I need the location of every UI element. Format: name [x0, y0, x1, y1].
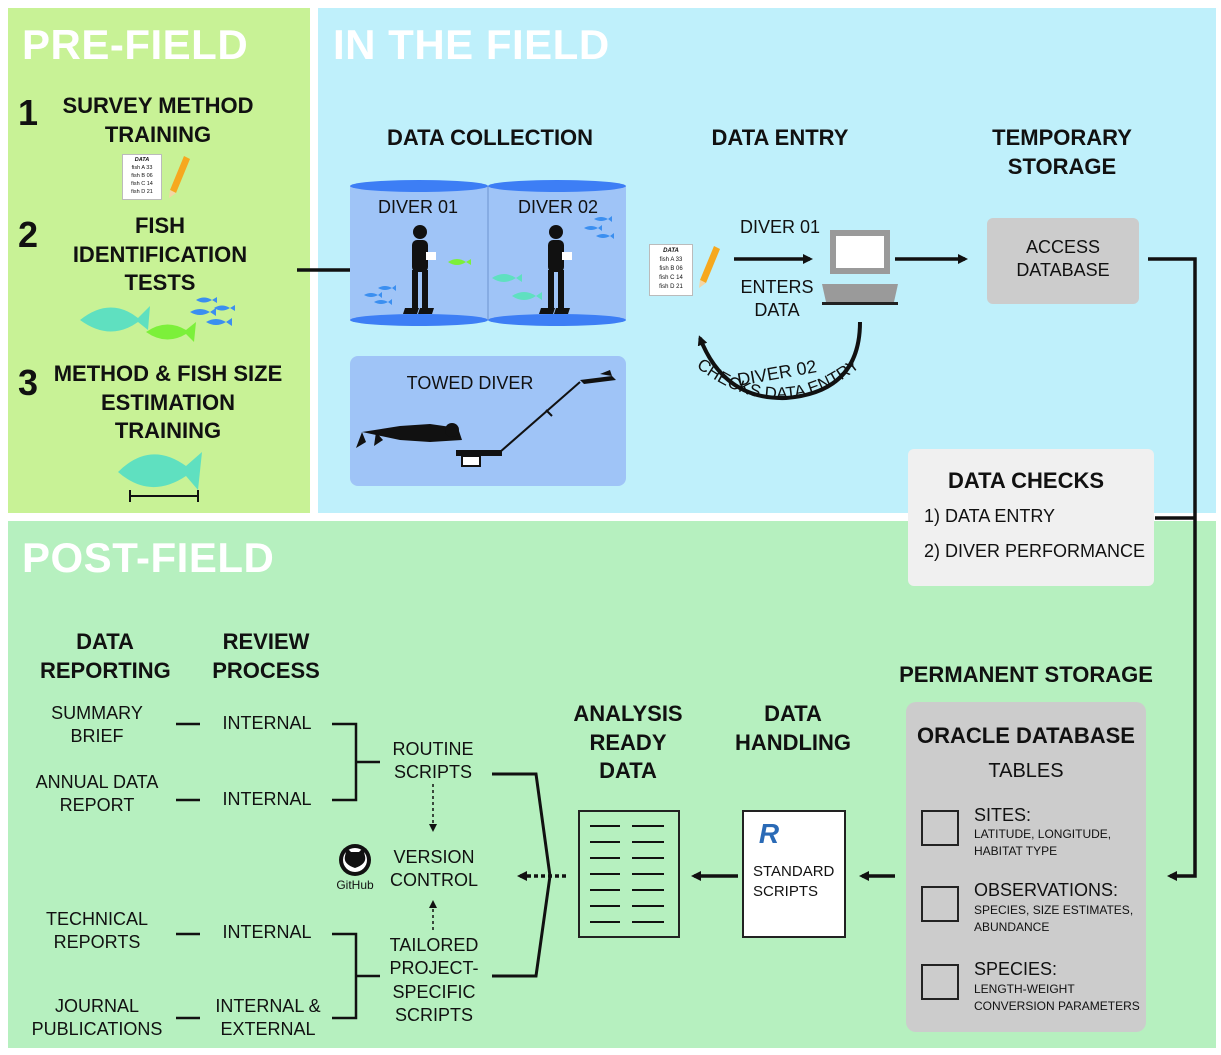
species-checkbox — [921, 964, 959, 1000]
sites-table-name: SITES: — [974, 805, 1032, 825]
review-process-heading: REVIEW PROCESS — [212, 629, 320, 683]
review-technical: INTERNAL — [222, 922, 312, 942]
diver-02-label: DIVER 02 — [517, 197, 599, 217]
permanent-storage-heading: PERMANENT STORAGE — [899, 662, 1153, 687]
step-number-2: 2 — [18, 214, 39, 255]
data-checks-item-1: 1) DATA ENTRY — [924, 506, 1056, 526]
enters-data-label: ENTERS DATA — [740, 277, 814, 321]
entry-diver-label: DIVER 01 — [739, 217, 821, 237]
report-summary-brief: SUMMARY BRIEF — [51, 703, 143, 747]
github-label: GitHub — [336, 878, 374, 892]
sites-checkbox — [921, 810, 959, 846]
data-checks-item-2: 2) DIVER PERFORMANCE — [924, 541, 1146, 561]
pre-field-banner: PRE-FIELD — [22, 21, 249, 68]
datasheet-icon: DATA fish A 33 fish B 06 fish C 14 fish … — [122, 154, 162, 200]
temporary-storage-heading: TEMPORARY STORAGE — [992, 125, 1132, 179]
step-1-label: SURVEY METHOD TRAINING — [62, 93, 254, 147]
oracle-database-title: ORACLE DATABASE — [917, 723, 1135, 748]
step-2-label: FISH IDENTIFICATION TESTS — [72, 213, 248, 296]
data-entry-heading: DATA ENTRY — [711, 125, 849, 150]
access-database-label: ACCESS DATABASE — [1016, 237, 1110, 281]
routine-scripts-label: ROUTINE SCRIPTS — [392, 739, 474, 783]
species-table-name: SPECIES: — [974, 959, 1058, 979]
towed-diver-label: TOWED DIVER — [406, 373, 534, 393]
standard-scripts-label: STANDARD SCRIPTS — [753, 863, 835, 900]
pre-field-panel — [8, 8, 310, 513]
report-annual-data: ANNUAL DATA REPORT — [35, 772, 159, 816]
review-summary-brief: INTERNAL — [222, 713, 312, 733]
oracle-database-box — [906, 702, 1146, 1032]
step-number-3: 3 — [18, 362, 39, 403]
datasheet-icon: DATA fish A 33 fish B 06 fish C 14 fish … — [649, 244, 693, 296]
review-annual-data: INTERNAL — [222, 789, 312, 809]
tailored-scripts-label: TAILORED PROJECT-SPECIFIC SCRIPTS — [389, 935, 479, 1026]
in-field-banner: IN THE FIELD — [333, 21, 610, 68]
observations-table-detail: SPECIES, SIZE ESTIMATES, ABUNDANCE — [974, 903, 1134, 934]
standard-scripts-box — [742, 810, 846, 938]
step-number-1: 1 — [18, 92, 39, 133]
data-collection-heading: DATA COLLECTION — [386, 125, 594, 150]
access-database-box — [987, 218, 1139, 304]
analysis-ready-data-document — [578, 810, 680, 938]
review-journal: INTERNAL & EXTERNAL — [215, 996, 321, 1040]
observations-table-name: OBSERVATIONS: — [974, 880, 1119, 900]
report-technical: TECHNICAL REPORTS — [45, 909, 148, 953]
data-checks-box — [908, 449, 1154, 586]
observations-checkbox — [921, 886, 959, 922]
data-reporting-heading: DATA REPORTING — [40, 629, 171, 683]
report-journal: JOURNAL PUBLICATIONS — [31, 996, 163, 1040]
diver-01-label: DIVER 01 — [377, 197, 459, 217]
analysis-ready-data-heading: ANALYSIS READY DATA — [573, 701, 683, 784]
data-handling-heading: DATA HANDLING — [734, 701, 852, 755]
version-control-label: VERSION CONTROL — [389, 847, 478, 891]
data-checks-title: DATA CHECKS — [947, 468, 1105, 493]
r-logo-icon: R — [758, 818, 780, 849]
sites-table-detail: LATITUDE, LONGITUDE, HABITAT TYPE — [974, 827, 1112, 858]
step-3-label: METHOD & FISH SIZE ESTIMATION TRAINING — [53, 361, 283, 444]
tables-label: TABLES — [988, 760, 1064, 782]
post-field-banner: POST-FIELD — [22, 534, 275, 581]
species-table-detail: LENGTH-WEIGHT CONVERSION PARAMETERS — [974, 982, 1140, 1013]
